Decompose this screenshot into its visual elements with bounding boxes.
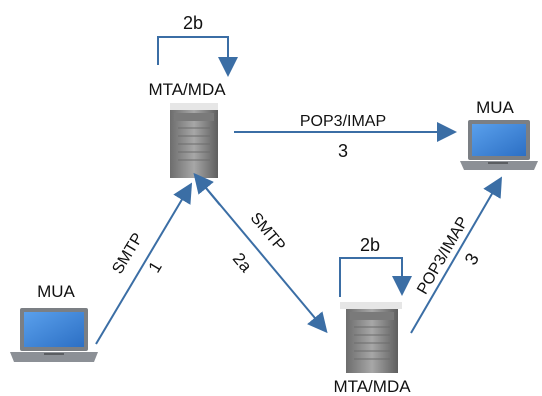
mua-right-node: MUA: [460, 98, 538, 170]
loop-2b-top-step: 2b: [183, 13, 203, 33]
edge-smtp-2a: SMTP 2a: [193, 172, 328, 334]
edge-pop3-bottom-step: 3: [461, 250, 483, 269]
edge-pop3-top-protocol: POP3/IMAP: [300, 113, 386, 130]
mua-left-label: MUA: [37, 282, 75, 301]
server-icon: [170, 103, 218, 178]
edge-pop3-bottom: POP3/IMAP 3: [410, 176, 503, 334]
loop-2b-bottom-step: 2b: [360, 235, 380, 255]
mta-top-label: MTA/MDA: [148, 80, 226, 99]
mua-right-label: MUA: [476, 98, 514, 117]
laptop-icon: [10, 308, 98, 362]
edge-smtp-2a-step: 2a: [229, 249, 256, 276]
loop-2b-bottom: 2b: [339, 235, 412, 297]
edge-smtp-1-protocol: SMTP: [109, 230, 146, 277]
edge-pop3-top-step: 3: [338, 141, 348, 161]
edge-smtp-1-step: 1: [145, 258, 166, 276]
loop-2b-top: 2b: [157, 13, 238, 77]
edge-smtp-1: SMTP 1: [95, 182, 193, 345]
mta-top-node: MTA/MDA: [148, 80, 226, 178]
edge-smtp-2a-protocol: SMTP: [247, 210, 289, 255]
mta-bottom-label: MTA/MDA: [333, 377, 411, 396]
laptop-icon: [460, 120, 538, 170]
mta-bottom-node: MTA/MDA: [333, 302, 411, 396]
server-icon: [340, 302, 402, 373]
mua-left-node: MUA: [10, 282, 98, 362]
edge-pop3-top: POP3/IMAP 3: [234, 113, 457, 161]
